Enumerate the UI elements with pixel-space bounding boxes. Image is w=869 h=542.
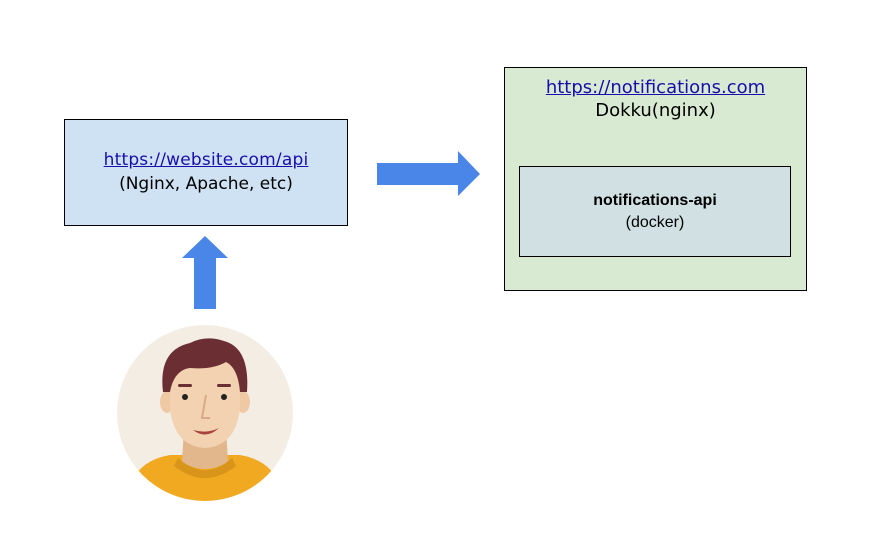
notifications-api-title: notifications-api: [593, 192, 717, 209]
website-server-label: (Nginx, Apache, etc): [119, 174, 293, 194]
notifications-url[interactable]: https://notifications.com: [545, 77, 766, 98]
docker-label: (docker): [625, 214, 685, 231]
arrow-right-icon: [377, 151, 480, 196]
arrow-up-icon: [182, 236, 228, 309]
website-api-box: https://website.com/api (Nginx, Apache, …: [64, 119, 348, 226]
dokku-label: Dokku(nginx): [595, 100, 716, 121]
user-avatar-icon: [117, 325, 293, 501]
website-api-url[interactable]: https://website.com/api: [103, 150, 309, 170]
notifications-api-box: notifications-api (docker): [519, 166, 791, 257]
